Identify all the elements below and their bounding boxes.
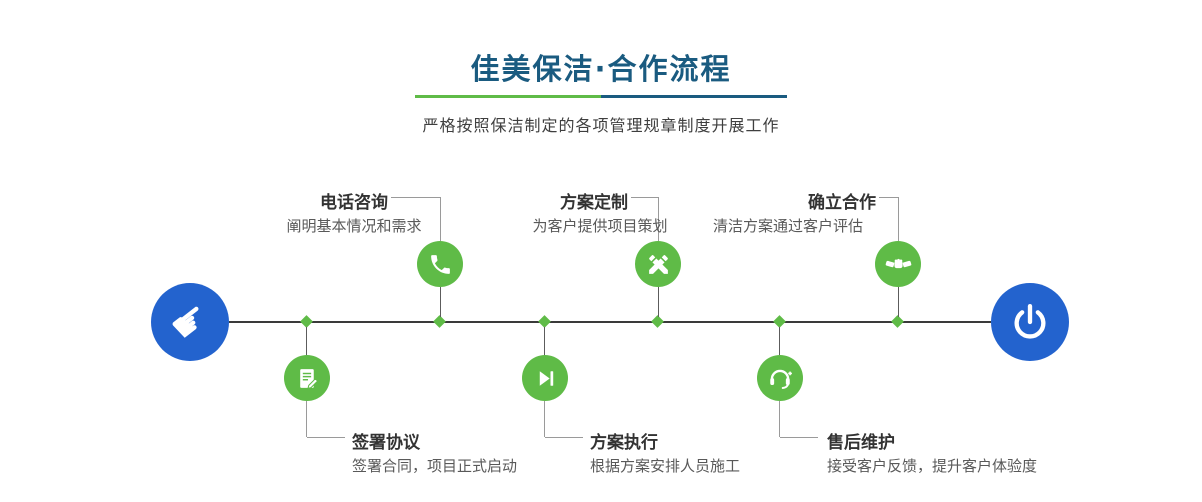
step-desc-contract: 签署合同，项目正式启动 (352, 457, 518, 475)
label-connector (391, 197, 441, 198)
label-connector (440, 197, 441, 241)
label-connector (879, 197, 899, 198)
step-node-design (635, 241, 681, 287)
step-label-aftersales: 售后维护 (827, 433, 895, 453)
node-connector (779, 327, 780, 355)
contract-icon (299, 368, 318, 389)
label-connector (545, 437, 583, 438)
timeline-marker (433, 315, 446, 328)
power-icon (1014, 304, 1046, 339)
label-connector (780, 437, 818, 438)
step-desc-handshake: 清洁方案通过客户评估 (712, 217, 863, 235)
timeline-line (229, 321, 991, 323)
label-connector (306, 401, 307, 437)
timeline-marker (651, 315, 664, 328)
hand-pointer-icon: ☛ (159, 290, 220, 353)
step-desc-execute: 根据方案安排人员施工 (590, 457, 741, 475)
timeline-marker (300, 315, 313, 328)
headset-icon (770, 369, 792, 389)
node-connector (898, 287, 899, 317)
node-connector (544, 327, 545, 355)
step-node-execute (522, 355, 568, 401)
step-node-phone (417, 241, 463, 287)
label-connector (658, 197, 659, 241)
title-divider (415, 95, 787, 98)
step-desc-aftersales: 接受客户反馈，提升客户体验度 (827, 457, 1038, 475)
timeline-marker (773, 315, 786, 328)
handshake-icon (885, 258, 911, 268)
step-label-handshake: 确立合作 (808, 193, 876, 213)
phone-icon (430, 254, 450, 274)
step-desc-design: 为客户提供项目策划 (532, 217, 668, 235)
step-label-contract: 签署协议 (352, 433, 420, 453)
design-icon (648, 254, 668, 274)
timeline-marker (538, 315, 551, 328)
node-connector (440, 287, 441, 317)
play-icon (539, 370, 553, 386)
node-connector (658, 287, 659, 317)
label-connector (779, 401, 780, 437)
node-connector (306, 327, 307, 355)
timeline-end-node (991, 283, 1069, 361)
page-title: 佳美保洁·合作流程 (470, 52, 732, 86)
timeline-marker (891, 315, 904, 328)
step-desc-phone: 阐明基本情况和需求 (286, 217, 422, 235)
step-label-execute: 方案执行 (590, 433, 658, 453)
label-connector (898, 197, 899, 241)
page-subtitle: 严格按照保洁制定的各项管理规章制度开展工作 (422, 116, 780, 135)
step-node-aftersales (757, 355, 803, 401)
label-connector (544, 401, 545, 437)
label-connector (631, 197, 659, 198)
timeline-start-node: ☛ (151, 283, 229, 361)
step-label-design: 方案定制 (560, 193, 628, 213)
step-label-phone: 电话咨询 (320, 193, 388, 213)
step-node-contract (284, 355, 330, 401)
label-connector (307, 437, 345, 438)
step-node-handshake (875, 241, 921, 287)
